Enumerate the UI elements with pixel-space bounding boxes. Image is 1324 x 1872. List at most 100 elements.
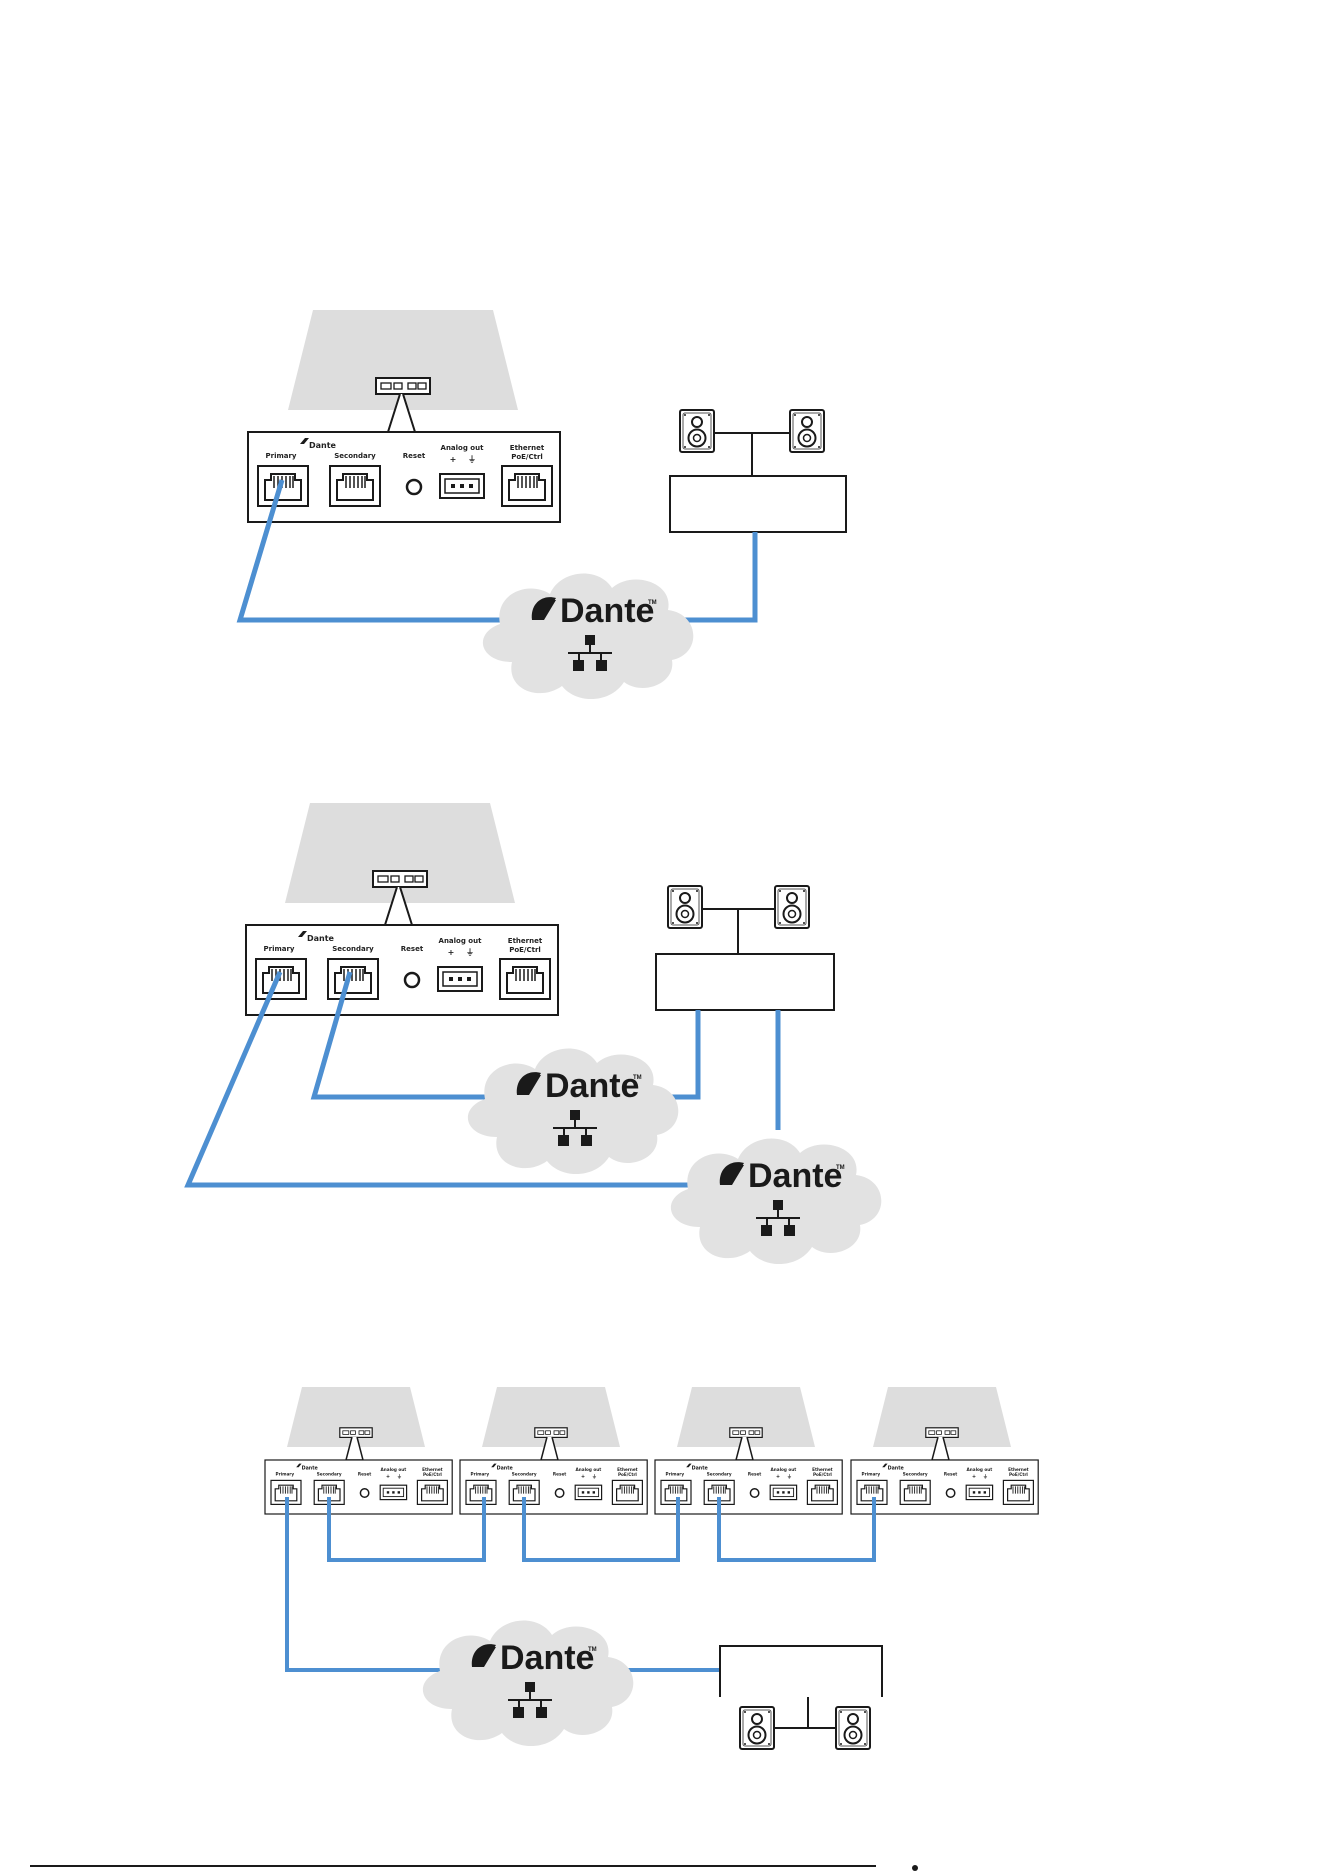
- connector-panel: Dante Primary Secondary Reset Analog out…: [248, 432, 560, 522]
- primary-label: Primary: [471, 1472, 490, 1477]
- footer-dot: [912, 1865, 918, 1871]
- analog-ground-label: ⏚: [592, 1473, 597, 1480]
- reset-label: Reset: [553, 1472, 566, 1477]
- secondary-label: Secondary: [334, 452, 376, 460]
- secondary-label: Secondary: [903, 1472, 928, 1477]
- scenario-single-network: Dante Primary Secondary Reset Analog out…: [236, 309, 847, 700]
- ethernet-label: Ethernet: [617, 1467, 638, 1472]
- secondary-label: Secondary: [707, 1472, 732, 1477]
- analog-ground-label: ⏚: [466, 948, 474, 957]
- analog-plus-label: +: [776, 1474, 780, 1480]
- primary-label: Primary: [862, 1472, 881, 1477]
- dante-tm: TM: [836, 1165, 845, 1171]
- speaker-icon: [789, 409, 825, 453]
- chain-cable-2-3: [522, 1497, 680, 1562]
- speaker-icon: [679, 409, 715, 453]
- analog-plus-label: +: [448, 948, 455, 957]
- dante-logo-text: Dante: [500, 1639, 594, 1677]
- secondary-label: Secondary: [332, 945, 374, 953]
- dante-logo-text: Dante: [560, 592, 654, 630]
- analog-plus-label: +: [972, 1474, 976, 1480]
- analog-out-label: Analog out: [441, 444, 485, 452]
- dante-tm: TM: [648, 600, 657, 606]
- secondary-cable: [310, 971, 495, 1100]
- panel-logo-text: Dante: [888, 1466, 905, 1472]
- dante-logo-icon: [882, 1463, 888, 1468]
- primary-cable: [285, 1497, 470, 1672]
- dante-logo-icon: [516, 1072, 541, 1095]
- panel-logo-text: Dante: [692, 1466, 709, 1472]
- reset-label: Reset: [403, 452, 426, 460]
- reset-label: Reset: [401, 945, 424, 953]
- primary-cable: [236, 479, 510, 623]
- ethernet-label: Ethernet: [508, 937, 543, 945]
- panel-logo-text: Dante: [302, 1466, 319, 1472]
- dante-tm: TM: [633, 1075, 642, 1081]
- analog-plus-label: +: [386, 1474, 390, 1480]
- dante-tm: TM: [588, 1647, 597, 1653]
- dante-network-cloud: Dante TM: [482, 573, 694, 700]
- poe-ctrl-label: PoE/Ctrl: [423, 1472, 442, 1477]
- poe-ctrl-label: PoE/Ctrl: [813, 1472, 832, 1477]
- analog-ground-label: ⏚: [468, 455, 476, 464]
- speaker-icon: [835, 1706, 871, 1750]
- ethernet-label: Ethernet: [510, 444, 545, 452]
- reset-label: Reset: [944, 1472, 957, 1477]
- panel-logo-text: Dante: [309, 441, 337, 450]
- analog-plus-label: +: [581, 1474, 585, 1480]
- connector-panel: Dante Primary Secondary Reset Analog out…: [851, 1460, 1038, 1514]
- connector-panel: Dante Primary Secondary Reset Analog out…: [246, 925, 558, 1015]
- dante-logo-icon: [719, 1162, 744, 1185]
- chain-unit-3: Dante Primary Secondary Reset Analog out…: [655, 1386, 842, 1514]
- amplifier-cable-a: [655, 1010, 701, 1100]
- poe-ctrl-label: PoE/Ctrl: [509, 946, 541, 954]
- primary-label: Primary: [666, 1472, 685, 1477]
- panel-logo-text: Dante: [307, 934, 335, 943]
- poe-ctrl-label: PoE/Ctrl: [618, 1472, 637, 1477]
- secondary-label: Secondary: [512, 1472, 537, 1477]
- primary-label: Primary: [265, 452, 296, 460]
- poe-ctrl-label: PoE/Ctrl: [511, 453, 543, 461]
- connector-panel: Dante Primary Secondary Reset Analog out…: [655, 1460, 842, 1514]
- ethernet-label: Ethernet: [1008, 1467, 1029, 1472]
- amplifier-box: [669, 475, 847, 533]
- analog-ground-label: ⏚: [397, 1473, 402, 1480]
- primary-cable: [184, 971, 700, 1188]
- secondary-label: Secondary: [317, 1472, 342, 1477]
- speaker-icon: [739, 1706, 775, 1750]
- analog-out-label: Analog out: [967, 1467, 993, 1472]
- amplifier-box: [655, 953, 835, 1011]
- dante-logo-icon: [686, 1463, 692, 1468]
- chain-cable-3-4: [717, 1497, 876, 1562]
- dante-logo-icon: [531, 597, 556, 620]
- chain-unit-4: Dante Primary Secondary Reset Analog out…: [851, 1386, 1038, 1514]
- connector-panel: Dante Primary Secondary Reset Analog out…: [460, 1460, 647, 1514]
- ethernet-label: Ethernet: [812, 1467, 833, 1472]
- amplifier-cable: [670, 532, 758, 623]
- chain-unit-1: Dante Primary Secondary Reset Analog out…: [265, 1386, 452, 1514]
- dante-logo-text: Dante: [545, 1067, 639, 1105]
- reset-label: Reset: [748, 1472, 761, 1477]
- panel-logo-text: Dante: [497, 1466, 514, 1472]
- dante-logo-icon: [296, 1463, 302, 1468]
- scenario-daisy-chain: Dante Primary Secondary Reset Analog out…: [265, 1386, 1038, 1750]
- analog-out-label: Analog out: [381, 1467, 407, 1472]
- dante-logo-icon: [491, 1463, 497, 1468]
- connector-panel: Dante Primary Secondary Reset Analog out…: [265, 1460, 452, 1514]
- speaker-icon: [667, 885, 703, 929]
- chain-unit-2: Dante Primary Secondary Reset Analog out…: [460, 1386, 647, 1514]
- scenario-redundant-networks: Dante Primary Secondary Reset Analog out…: [184, 802, 882, 1265]
- speaker-icon: [774, 885, 810, 929]
- analog-out-label: Analog out: [771, 1467, 797, 1472]
- ethernet-label: Ethernet: [422, 1467, 443, 1472]
- analog-ground-label: ⏚: [787, 1473, 792, 1480]
- reset-label: Reset: [358, 1472, 371, 1477]
- poe-ctrl-label: PoE/Ctrl: [1009, 1472, 1028, 1477]
- analog-ground-label: ⏚: [983, 1473, 988, 1480]
- chain-cable-1-2: [327, 1497, 486, 1562]
- dante-logo-icon: [300, 438, 309, 444]
- dante-network-cloud-b: Dante TM: [670, 1138, 882, 1265]
- dante-network-cloud-a: Dante TM: [467, 1048, 679, 1175]
- dante-logo-icon: [298, 931, 307, 937]
